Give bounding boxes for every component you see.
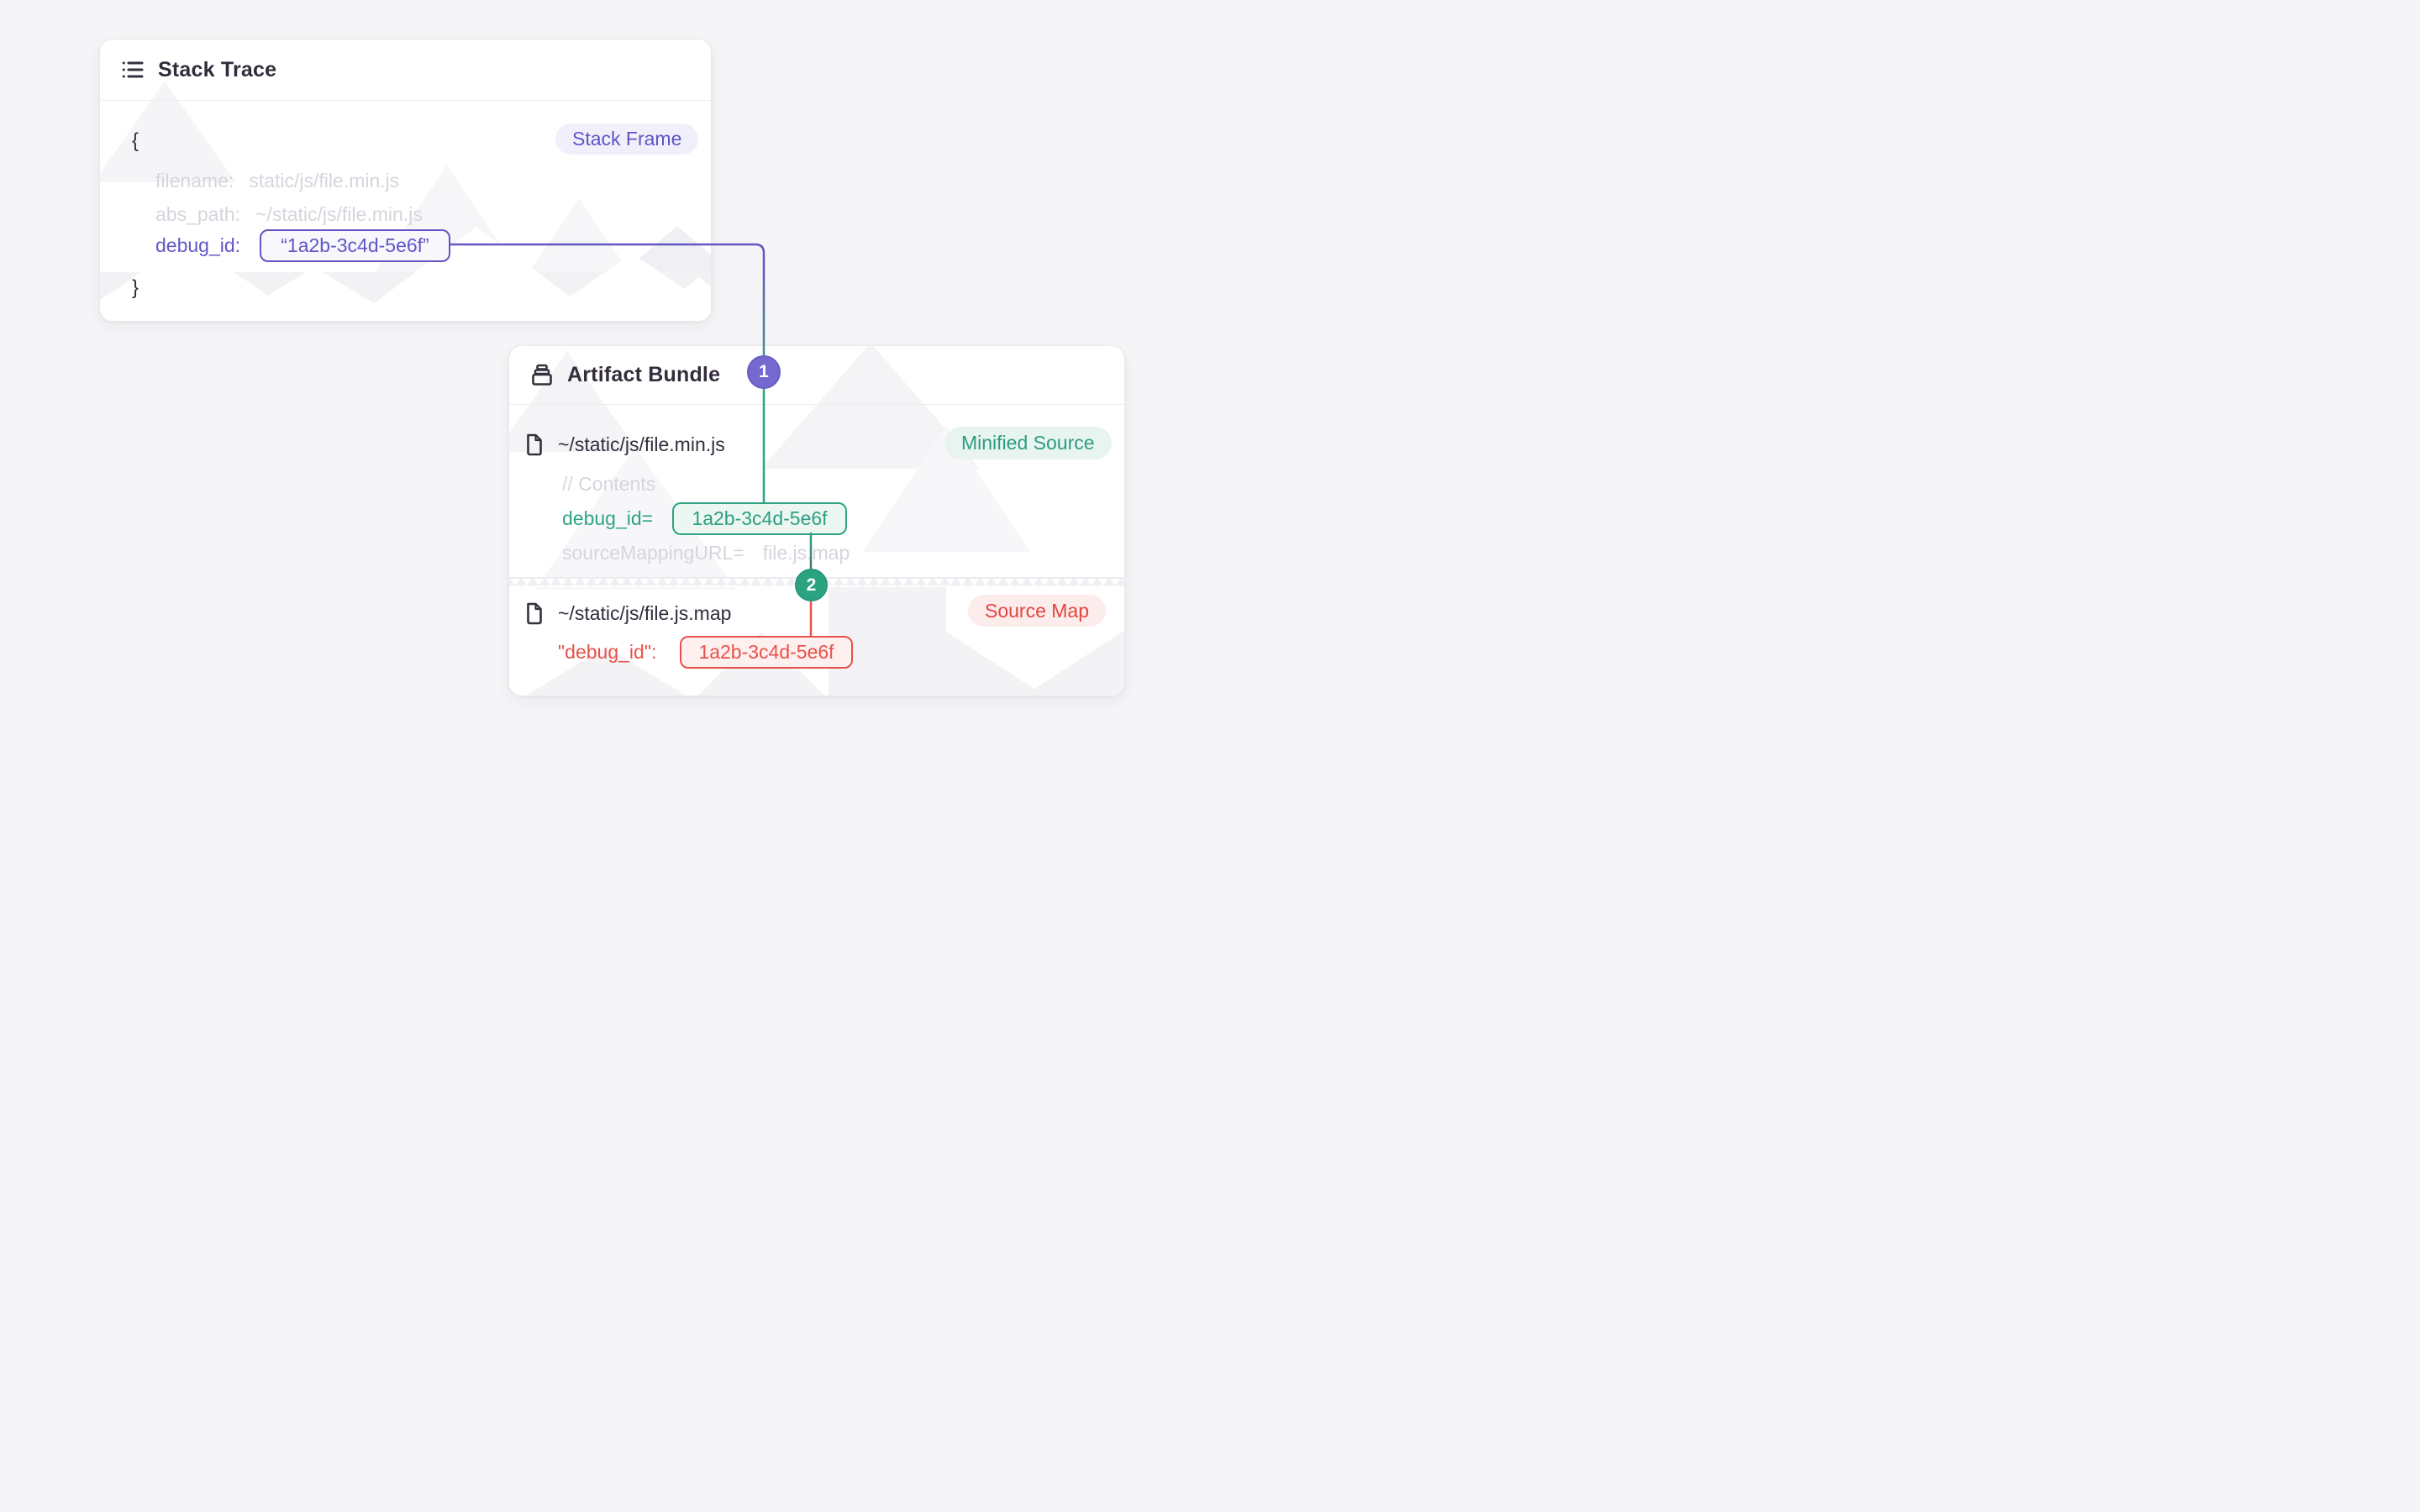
source-mapping-url-label: sourceMappingURL= xyxy=(562,541,744,564)
minified-file-row: ~/static/js/file.min.js xyxy=(525,427,725,462)
abs-path-label: abs_path: xyxy=(155,202,241,225)
minified-file-path: ~/static/js/file.min.js xyxy=(558,433,725,455)
filename-value: static/js/file.min.js xyxy=(249,169,400,192)
debug-id-label-source-map: "debug_id": xyxy=(558,641,657,663)
debug-id-value-box-stack: “1a2b-3c4d-5e6f” xyxy=(260,229,450,262)
list-icon xyxy=(122,61,144,78)
debug-id-diagram: Stack Trace Stack Frame { filename: stat… xyxy=(0,0,1210,756)
step-2-marker: 2 xyxy=(795,569,828,601)
step-1-marker: 1 xyxy=(747,355,781,389)
source-mapping-url-value: file.js.map xyxy=(762,541,850,564)
debug-id-value-box-minified: 1a2b-3c4d-5e6f xyxy=(672,502,847,535)
source-map-file-row: ~/static/js/file.js.map xyxy=(525,596,731,631)
source-map-badge: Source Map xyxy=(968,595,1107,627)
archive-box-icon xyxy=(532,364,552,386)
code-close-brace: } xyxy=(132,276,139,299)
stack-trace-card: Stack Trace Stack Frame { filename: stat… xyxy=(99,39,712,322)
stack-frame-badge: Stack Frame xyxy=(555,123,699,155)
filename-label: filename: xyxy=(155,169,234,192)
source-mapping-url-line: sourceMappingURL= file.js.map xyxy=(562,540,850,565)
abs-path-value: ~/static/js/file.min.js xyxy=(255,202,423,225)
minified-source-badge: Minified Source xyxy=(944,427,1112,459)
file-icon xyxy=(527,433,542,455)
debug-id-label-stack: debug_id: xyxy=(155,234,241,256)
stack-trace-title: Stack Trace xyxy=(158,57,277,81)
debug-id-value-box-source-map: 1a2b-3c4d-5e6f xyxy=(680,636,853,669)
debug-id-label-minified: debug_id= xyxy=(562,507,654,529)
stack-trace-header: Stack Trace xyxy=(100,39,711,101)
code-open-brace: { xyxy=(132,129,139,152)
artifact-bundle-title: Artifact Bundle xyxy=(567,363,721,386)
contents-comment: // Contents xyxy=(562,472,656,495)
artifact-bundle-header: Artifact Bundle xyxy=(509,346,1124,405)
source-map-file-path: ~/static/js/file.js.map xyxy=(558,601,732,624)
file-icon xyxy=(527,602,542,624)
artifact-bundle-card: Artifact Bundle ~/static/js/file.min.js … xyxy=(508,345,1125,696)
code-line-abs-path: abs_path: ~/static/js/file.min.js xyxy=(155,202,423,227)
code-line-filename: filename: static/js/file.min.js xyxy=(155,168,399,193)
